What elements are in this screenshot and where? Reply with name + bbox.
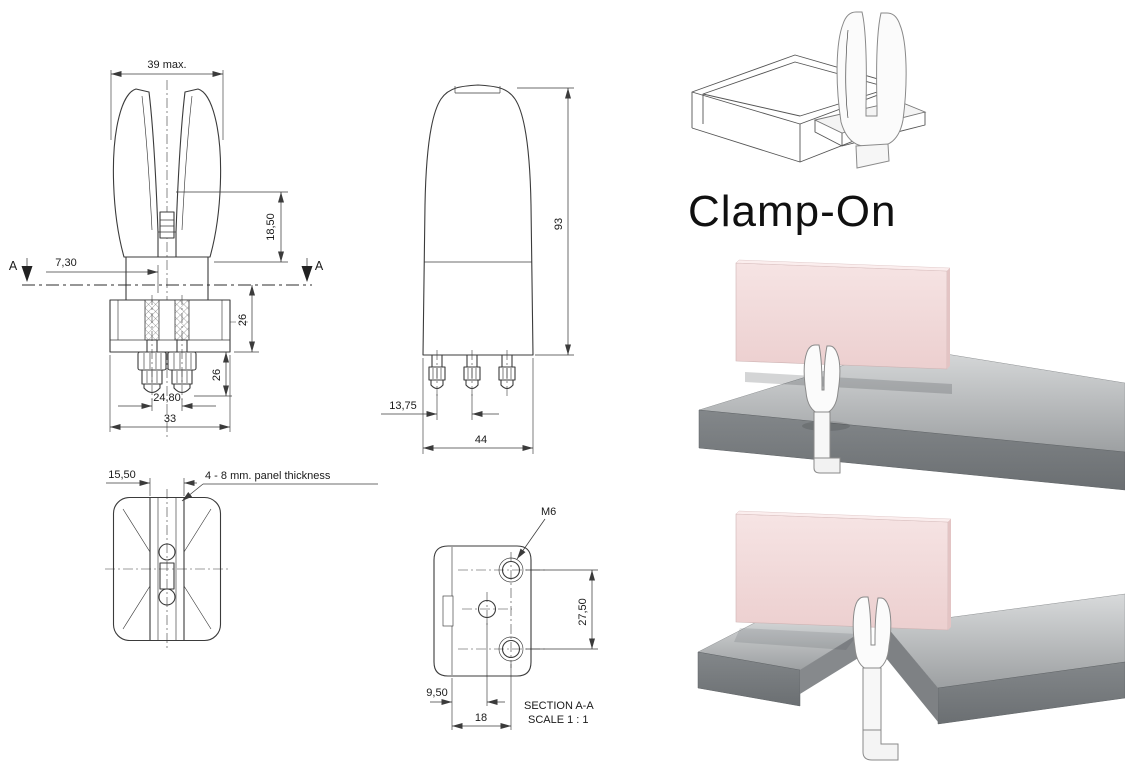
dim-screw-spacing: 24,80: [153, 392, 181, 404]
render-clamp-between-desks: [697, 510, 1125, 761]
dim-edge-offset: 9,50: [426, 687, 447, 699]
dim-hole-spacing: 27,50: [577, 598, 589, 626]
dim-offset: 7,30: [55, 257, 76, 269]
clamp-render-lower: [852, 596, 899, 761]
side-view: 93 13,75 44: [381, 84, 574, 454]
section-label-right: A: [315, 259, 324, 273]
front-thumb-screw-right: [167, 295, 197, 402]
dim-grip-depth: 18,50: [265, 213, 277, 241]
dim-slot-width: 15,50: [108, 469, 136, 481]
pink-panel-lower: [735, 513, 949, 631]
dim-base-width: 33: [164, 413, 176, 425]
dim-width-max: 39 max.: [147, 59, 186, 71]
dim-screw-pitch: 13,75: [389, 400, 417, 412]
pink-panel-upper: [735, 262, 948, 370]
top-view: 15,50 4 - 8 mm. panel thickness: [105, 469, 378, 649]
render-clamp-on-desk: [698, 259, 1125, 491]
dim-hole-pitch: 18: [475, 712, 487, 724]
dim-depth: 44: [475, 434, 487, 446]
isometric-clamp: [836, 11, 907, 147]
product-title: Clamp-On: [688, 187, 897, 236]
section-caption: SECTION A-A: [524, 700, 594, 712]
section-scale: SCALE 1 : 1: [528, 714, 589, 726]
front-thumb-screw-left: [137, 295, 167, 402]
side-thumb-screws: [428, 350, 516, 398]
clamp-render-upper: [803, 344, 841, 474]
dim-body-height: 26: [237, 314, 249, 326]
dim-screw-height: 26: [211, 369, 223, 381]
section-label-left: A: [9, 259, 18, 273]
isometric-view: [691, 11, 927, 169]
dim-total-height: 93: [553, 218, 565, 230]
thread-callout: M6: [541, 506, 556, 518]
front-view: 39 max. 18,50 A A 7,30 26 26 24,80 33: [9, 59, 324, 440]
panel-thickness-note: 4 - 8 mm. panel thickness: [205, 470, 331, 482]
section-view: M6 27,50 9,50 18 SECTION A-A SCALE 1 : 1: [426, 506, 598, 730]
